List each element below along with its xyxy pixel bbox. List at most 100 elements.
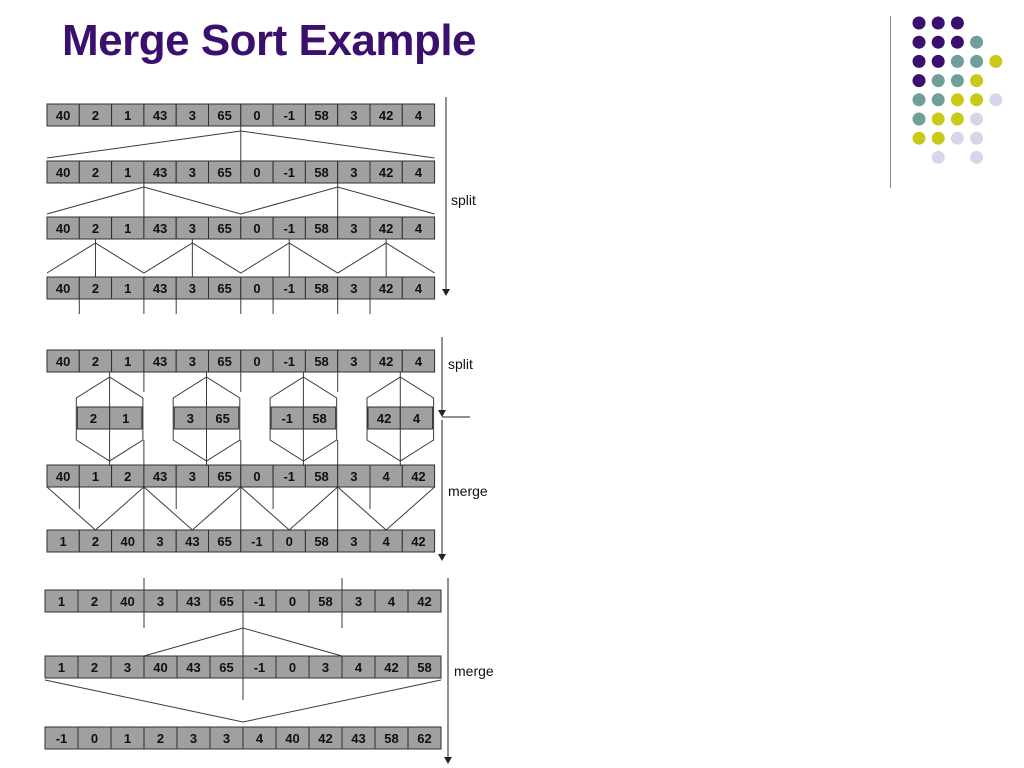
decoration-dot [970, 54, 984, 68]
array-cell [401, 529, 436, 553]
array-cell-value: 1 [58, 594, 65, 609]
decoration-dot [931, 131, 945, 145]
decoration-dots [912, 16, 1003, 164]
array-cell-value: 40 [56, 281, 70, 296]
array-cell-value: 3 [189, 165, 196, 180]
decoration-dot [970, 131, 984, 145]
connector-line [240, 486, 339, 531]
array-cell-value: 40 [56, 221, 70, 236]
decoration-dot [970, 74, 984, 88]
array-cell-value: 58 [314, 469, 328, 484]
array-cell-value: 65 [217, 534, 231, 549]
array-cell-value: 42 [379, 165, 393, 180]
decoration-dot [912, 131, 926, 145]
array-cell-value: 1 [122, 411, 129, 426]
array-cell-value: 58 [314, 354, 328, 369]
array-cell-value: 58 [384, 731, 398, 746]
array-cell-value: 3 [355, 594, 362, 609]
array-cell-value: 4 [415, 354, 423, 369]
array-cell-value: 65 [215, 411, 229, 426]
connector-line [46, 186, 435, 215]
array-cell-value: 43 [153, 354, 167, 369]
array-cell-value: 65 [217, 354, 231, 369]
array-cell-value: 58 [314, 221, 328, 236]
array-cell [407, 726, 442, 750]
array-cell-value: -1 [283, 221, 295, 236]
array-cell-value: 3 [350, 354, 357, 369]
array-cell-value: 0 [253, 281, 260, 296]
page-title: Merge Sort Example [62, 16, 477, 65]
decoration-dot [912, 74, 926, 88]
array-cell-value: 3 [322, 660, 329, 675]
array-cell-value: 2 [92, 221, 99, 236]
decoration-dot [931, 93, 945, 107]
decoration-dot [950, 16, 964, 30]
array-cell-value: 43 [185, 534, 199, 549]
array-cell-value: 65 [217, 469, 231, 484]
array-cell-value: 42 [417, 594, 431, 609]
array-cell-value: 2 [92, 108, 99, 123]
array-cell-value: 43 [186, 660, 200, 675]
split-label-1: split [451, 192, 476, 208]
array-cell-value: -1 [283, 108, 295, 123]
array-cell-value: -1 [56, 731, 68, 746]
array-cell-value: 3 [350, 469, 357, 484]
connector-line [44, 679, 442, 723]
array-cell-value: 42 [411, 469, 425, 484]
array-cell-value: 58 [314, 108, 328, 123]
array-cell-value: 0 [289, 594, 296, 609]
array-cell-value: 3 [124, 660, 131, 675]
array-cell-value: -1 [283, 469, 295, 484]
array-cell-value: 3 [189, 354, 196, 369]
array-cell-value: 43 [153, 469, 167, 484]
division-ticks [78, 126, 401, 700]
array-cell-value: 40 [153, 660, 167, 675]
decoration-dot [970, 93, 984, 107]
array-cell-value: 3 [189, 281, 196, 296]
decoration-dot [950, 93, 964, 107]
decoration-dot [950, 35, 964, 49]
array-cell-value: 3 [189, 221, 196, 236]
decoration-dot [931, 112, 945, 126]
array-cell-value: 1 [124, 165, 131, 180]
array-cell-value: 65 [217, 165, 231, 180]
decoration-dot [912, 16, 926, 30]
array-cell-value: 3 [350, 534, 357, 549]
array-cell-value: 42 [384, 660, 398, 675]
connector-line [143, 486, 242, 531]
array-cell [401, 160, 436, 184]
array-cell-value: 4 [256, 731, 264, 746]
array-cell-value: 3 [189, 108, 196, 123]
array-cell-value: 3 [350, 221, 357, 236]
connector-line [46, 242, 435, 274]
array-cell-value: 1 [124, 221, 131, 236]
split-arrow-1 [442, 97, 450, 296]
split-arrow-2 [438, 337, 470, 418]
array-cell-value: 1 [124, 354, 131, 369]
array-cell-value: 3 [223, 731, 230, 746]
array-cell-value: 0 [253, 165, 260, 180]
array-cell-value: 40 [56, 165, 70, 180]
merge-arrow-1 [438, 420, 446, 561]
array-cell-value: -1 [283, 281, 295, 296]
decoration-dot [931, 54, 945, 68]
array-cell-value: 42 [379, 281, 393, 296]
array-cell-value: 40 [56, 108, 70, 123]
decoration-dot [912, 112, 926, 126]
array-cell-value: 2 [91, 594, 98, 609]
array-cell-value: 40 [121, 534, 135, 549]
array-cell-value: 43 [186, 594, 200, 609]
split-label-2: split [448, 356, 473, 372]
array-cell-value: 4 [415, 221, 423, 236]
array-cell-value: 3 [156, 534, 163, 549]
decoration-dot [912, 93, 926, 107]
array-cell-value: 43 [351, 731, 365, 746]
array-cell-value: 1 [124, 281, 131, 296]
connector-line [46, 486, 145, 531]
array-cell-value: 40 [56, 354, 70, 369]
